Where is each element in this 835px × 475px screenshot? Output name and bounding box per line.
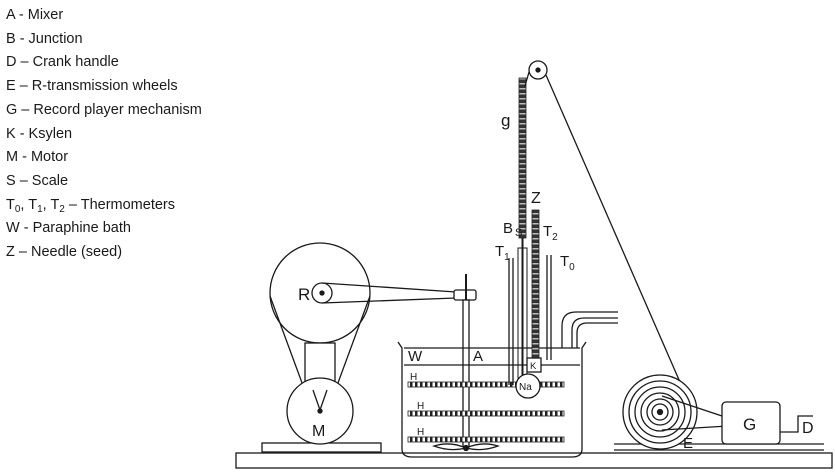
legend-item-paraphine-bath: W - Paraphine bath [6, 220, 131, 237]
legend-item-transmission-wheels: E – R-transmission wheels [6, 78, 178, 95]
heater-coils [407, 381, 565, 443]
label-h1: H [410, 372, 417, 383]
label-b: B [503, 220, 513, 237]
label-na: Na [519, 382, 532, 393]
legend-item-record-player: G – Record player mechanism [6, 101, 202, 118]
legend-item-ksylen: K - Ksylen [6, 125, 73, 142]
legend-item-junction: B - Junction [6, 30, 83, 47]
legend: A - Mixer B - Junction D – Crank handle … [6, 4, 202, 265]
label-k: K [530, 361, 537, 372]
label-h2: H [417, 401, 424, 412]
legend-item-motor: M - Motor [6, 149, 69, 166]
label-w: W [408, 348, 423, 365]
label-m: M [312, 423, 325, 440]
label-a: A [473, 348, 483, 365]
label-t0: T0 [560, 253, 575, 273]
mixer-belt-top [321, 282, 457, 293]
mixer-shaft [462, 299, 470, 449]
paraphine-bath [397, 341, 587, 458]
mixer-belt-bottom [321, 297, 457, 304]
ksylen-box [526, 357, 542, 373]
legend-item-crank-handle: D – Crank handle [6, 54, 119, 71]
label-z: Z [531, 190, 541, 207]
record-player-g [721, 401, 781, 445]
needle-z [531, 209, 540, 361]
label-h3: H [417, 427, 424, 438]
legend-item-mixer: A - Mixer [6, 7, 64, 23]
legend-item-thermometers: T0, T1, T2 – Thermometers [6, 196, 175, 215]
main-base-plate [235, 452, 833, 469]
crank-handle-d [780, 415, 813, 433]
label-r: R [298, 285, 310, 304]
sodium-bulb [515, 373, 541, 399]
label-g: g [501, 111, 510, 130]
mixer-propeller [431, 443, 501, 451]
label-g-mechanism: G [743, 415, 756, 434]
rod-g [518, 77, 527, 239]
label-t1: T1 [495, 243, 510, 263]
string [545, 74, 691, 406]
label-e: E [683, 435, 693, 452]
label-s: S [515, 227, 522, 239]
legend-item-needle: Z – Needle (seed) [6, 244, 123, 261]
label-t2: T2 [543, 223, 558, 243]
tube-1 [571, 317, 618, 348]
legend-item-scale: S – Scale [6, 172, 69, 189]
label-d: D [802, 420, 814, 437]
